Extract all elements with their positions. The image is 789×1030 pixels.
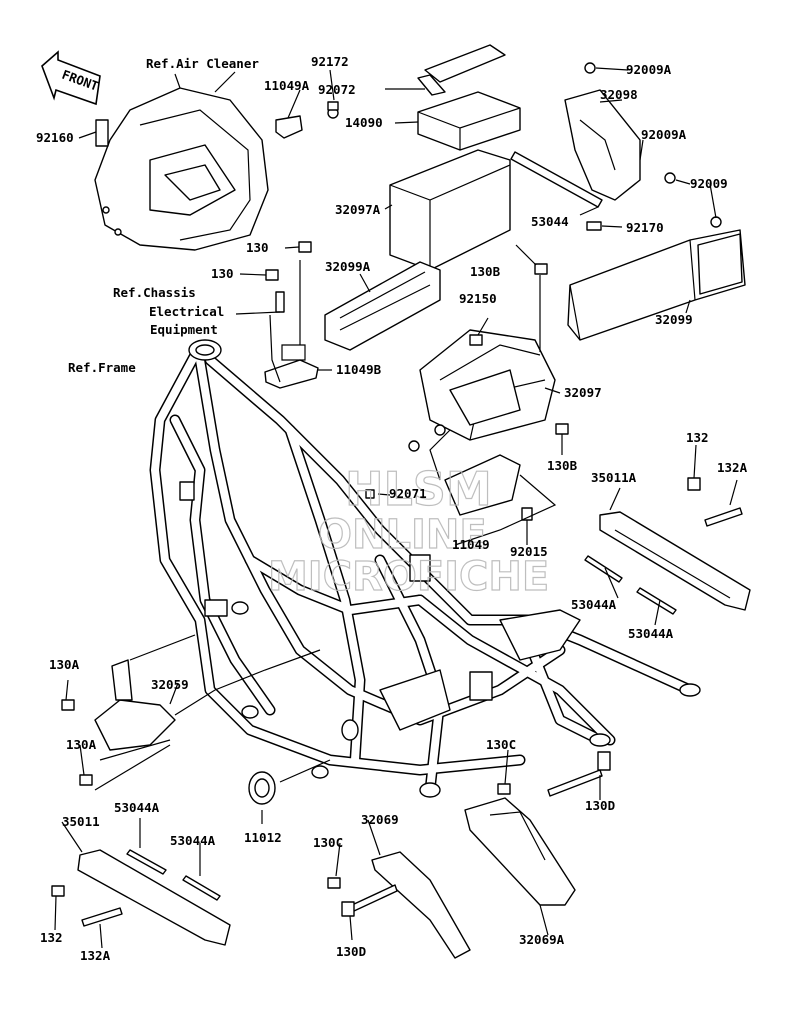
reference-labels: Ref.Air Cleaner Ref.Chassis Electrical E… <box>68 56 259 375</box>
part-130c-bolt-drawing <box>327 783 511 889</box>
label-14090: 14090 <box>345 115 383 130</box>
label-132-top: 132 <box>686 430 709 445</box>
part-32099a-drawing <box>324 261 441 351</box>
label-130d-right: 130D <box>585 798 615 813</box>
label-130-b: 130 <box>211 266 234 281</box>
label-53044a-upper-1: 53044A <box>571 597 617 612</box>
leader-lines <box>54 67 738 949</box>
part-32069a-drawing <box>464 797 576 906</box>
label-35011: 35011 <box>62 814 100 829</box>
part-132a-lower-drawing <box>81 907 123 927</box>
label-130b-top: 130B <box>470 264 501 279</box>
part-92150-drawing <box>469 334 483 346</box>
watermark-line-1: HLSM <box>345 462 492 516</box>
part-53044a-drawing-lower <box>126 849 221 901</box>
label-32097a: 32097A <box>335 202 381 217</box>
part-130a-bolt-drawing <box>61 699 93 786</box>
label-11049: 11049 <box>452 537 490 552</box>
label-53044a-upper-2: 53044A <box>628 626 674 641</box>
label-92072: 92072 <box>318 82 356 97</box>
label-11049b: 11049B <box>336 362 382 377</box>
ref-chassis-line-2: Electrical <box>149 304 224 319</box>
part-132-drawing <box>687 477 701 491</box>
ref-chassis-line-1: Ref.Chassis <box>113 285 196 300</box>
ref-frame: Ref.Frame <box>68 360 136 375</box>
label-92160: 92160 <box>36 130 74 145</box>
label-32099a: 32099A <box>325 259 371 274</box>
part-11049a-drawing <box>275 115 303 139</box>
ref-air-cleaner: Ref.Air Cleaner <box>146 56 259 71</box>
label-53044: 53044 <box>531 214 569 229</box>
part-92009-drawing <box>710 216 722 228</box>
watermark: HLSM ONLINE MICROFICHE <box>267 461 549 600</box>
label-53044a-lower-2: 53044A <box>170 833 216 848</box>
label-132-bottom: 132 <box>40 930 63 945</box>
part-35011-drawing <box>77 849 231 946</box>
label-132a-top: 132A <box>717 460 748 475</box>
watermark-line-2: ONLINE <box>318 512 487 558</box>
label-11012: 11012 <box>244 830 282 845</box>
part-130d-bolt-drawing <box>341 751 611 917</box>
label-32098: 32098 <box>600 87 638 102</box>
label-130c-left: 130C <box>313 835 343 850</box>
part-130-bolt-drawing <box>265 241 312 313</box>
label-32097: 32097 <box>564 385 602 400</box>
label-130c-right: 130C <box>486 737 516 752</box>
label-92009a: 92009A <box>641 127 687 142</box>
frame-drawing <box>149 339 701 798</box>
label-130b-mid: 130B <box>547 458 578 473</box>
label-92170: 92170 <box>626 220 664 235</box>
label-32099: 32099 <box>655 312 693 327</box>
label-130-a: 130 <box>246 240 269 255</box>
label-130a-top: 130A <box>49 657 80 672</box>
part-35011a-drawing <box>599 511 751 611</box>
part-11012-drawing <box>248 771 276 805</box>
part-92071-drawing <box>365 489 375 499</box>
label-132a-bottom: 132A <box>80 948 111 963</box>
label-92172: 92172 <box>311 54 349 69</box>
label-92150: 92150 <box>459 291 497 306</box>
label-32069: 32069 <box>361 812 399 827</box>
label-130d-bottom: 130D <box>336 944 366 959</box>
part-92170-drawing <box>586 221 602 231</box>
part-92072-drawing <box>417 44 506 96</box>
label-92009a-top: 92009A <box>626 62 672 77</box>
label-92071: 92071 <box>389 486 427 501</box>
label-92009: 92009 <box>690 176 728 191</box>
part-132a-drawing <box>704 507 743 527</box>
label-92015: 92015 <box>510 544 548 559</box>
label-32069a: 32069A <box>519 932 565 947</box>
air-cleaner-drawing <box>94 87 269 251</box>
part-32069-drawing <box>371 851 471 959</box>
label-11049a: 11049A <box>264 78 310 93</box>
part-labels: 92172 11049A 92072 14090 92160 92009A 32… <box>36 54 748 963</box>
part-132-lower-drawing <box>51 885 65 897</box>
label-130a-bottom: 130A <box>66 737 97 752</box>
part-92160-drawing <box>95 119 109 147</box>
label-53044a-lower-1: 53044A <box>114 800 160 815</box>
part-92172-drawing <box>327 101 339 119</box>
ref-chassis-line-3: Equipment <box>150 322 218 337</box>
part-32098-drawing <box>564 89 641 201</box>
part-11049-drawing <box>444 454 521 516</box>
part-14090-drawing <box>417 91 521 151</box>
label-32059: 32059 <box>151 677 189 692</box>
part-92009a-drawing <box>584 62 676 184</box>
label-35011a: 35011A <box>591 470 637 485</box>
part-32097a-drawing <box>389 149 511 271</box>
watermark-line-3: MICROFICHE <box>268 554 549 600</box>
front-arrow-icon: FRONT <box>41 50 101 106</box>
part-53044a-drawing-upper <box>584 555 677 615</box>
